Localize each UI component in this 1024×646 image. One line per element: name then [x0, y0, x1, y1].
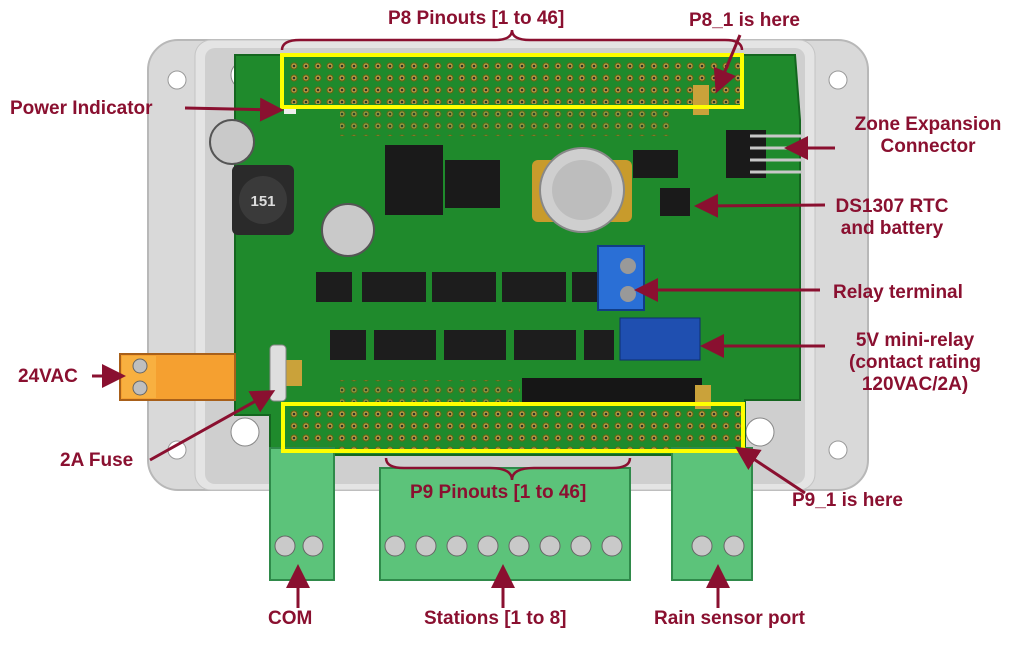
svg-text:151: 151 — [250, 193, 275, 210]
relay-line3: 120VAC/2A) — [861, 374, 969, 395]
p9-highlight-box — [281, 402, 745, 453]
p8-1-label: P8_1 is here — [689, 10, 800, 31]
p9-pinouts-label: P9 Pinouts [1 to 46] — [410, 482, 587, 503]
relay-terminal-label: Relay terminal — [833, 282, 963, 303]
p8-highlight-box — [280, 53, 744, 109]
annotation-arrows — [92, 34, 835, 608]
relay-label: 5V mini-relay (contact rating 120VAC/2A) — [820, 330, 1010, 396]
relay-line1: 5V mini-relay — [855, 330, 975, 351]
rtc-label: DS1307 RTC and battery — [812, 196, 972, 240]
zone-expansion-label: Zone Expansion Connector — [838, 114, 1018, 158]
p8-pinouts-label: P8 Pinouts [1 to 46] — [388, 8, 565, 29]
rtc-line1: DS1307 RTC — [835, 196, 949, 217]
p8-brace — [280, 29, 744, 51]
vac-label: 24VAC — [18, 366, 78, 387]
fuse-label: 2A Fuse — [60, 450, 134, 471]
p9-brace — [384, 457, 632, 481]
zone-expansion-line2: Connector — [880, 136, 976, 157]
relay-line2: (contact rating — [849, 352, 981, 373]
zone-expansion-line1: Zone Expansion — [854, 114, 1002, 135]
com-label: COM — [268, 608, 313, 629]
power-indicator-label: Power Indicator — [10, 98, 153, 119]
stations-label: Stations [1 to 8] — [424, 608, 567, 629]
p9-1-label: P9_1 is here — [792, 490, 903, 511]
vac-terminal — [119, 353, 236, 401]
rain-sensor-label: Rain sensor port — [654, 608, 805, 629]
screw-terminals — [269, 447, 753, 581]
rtc-line2: and battery — [840, 218, 944, 239]
pcb: 151 — [209, 54, 802, 456]
